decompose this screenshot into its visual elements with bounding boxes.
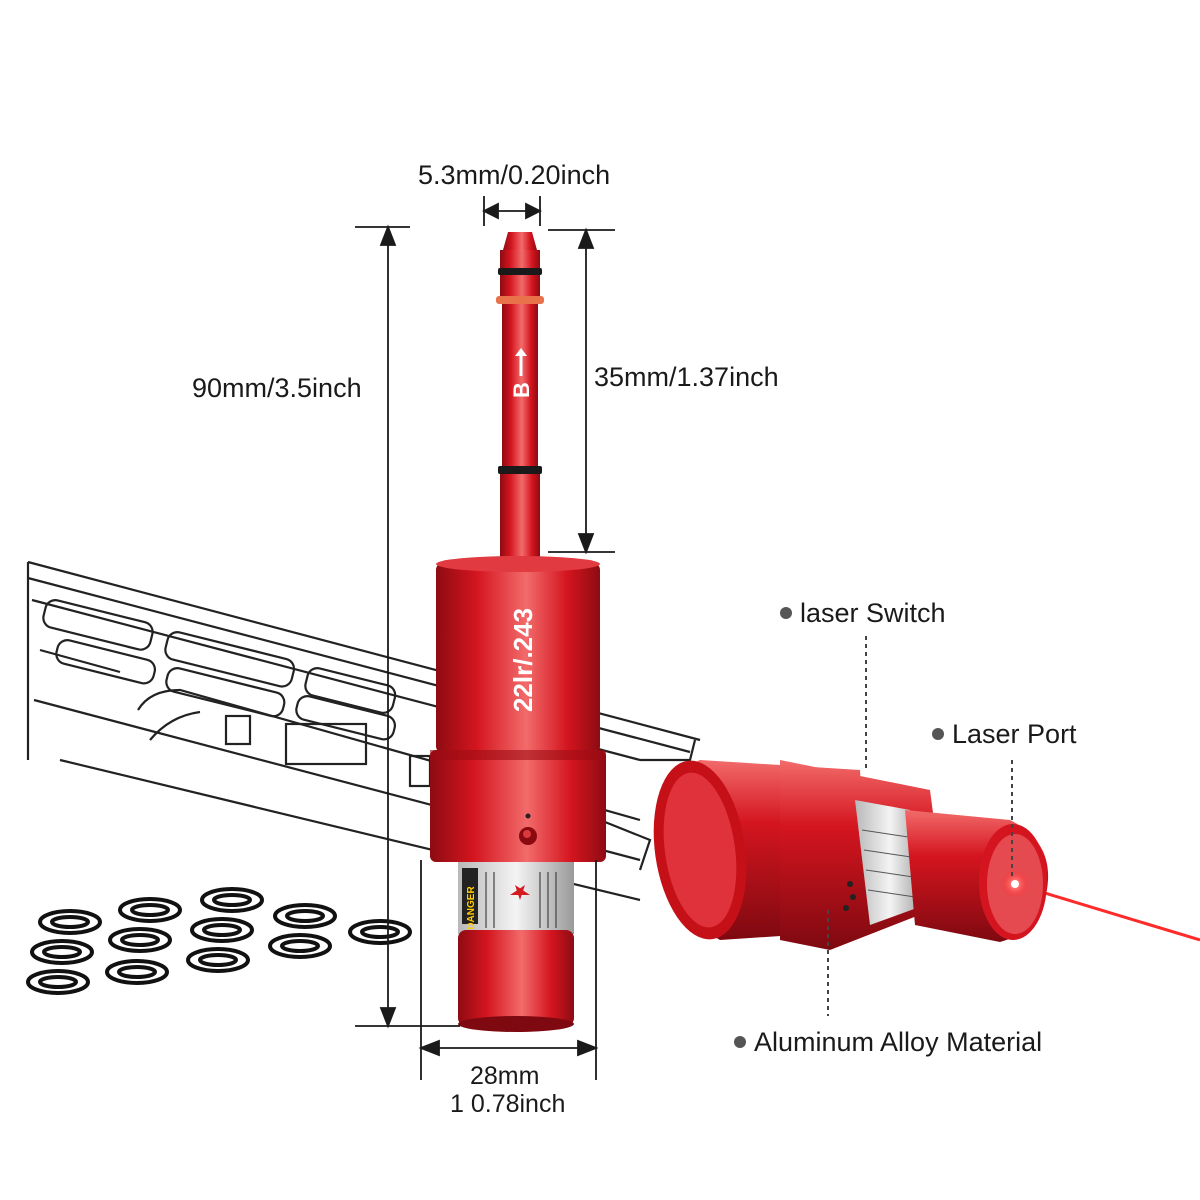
dimension-lines — [355, 196, 615, 1080]
bullet-icon — [780, 606, 792, 619]
bullet-icon — [734, 1035, 746, 1048]
laser-hazard-icon — [510, 885, 530, 900]
rail-line-art — [26, 560, 701, 902]
warning-label: DANGER — [466, 886, 477, 930]
body-diameter-mm-label: 28mm — [470, 1062, 540, 1090]
o-ring-set — [26, 887, 412, 995]
pin-letter: B — [509, 382, 534, 398]
callout-laser-port: Laser Port — [932, 721, 1077, 748]
bore-sight-vertical: B 22lr/.243 DANGER — [430, 232, 606, 1032]
callout-laser-switch-text: laser Switch — [800, 598, 946, 628]
pin-marking: B — [509, 348, 534, 398]
body-diameter-inch-label: 1 0.78inch — [450, 1090, 566, 1118]
callout-material: Aluminum Alloy Material — [734, 1029, 1042, 1056]
bullet-icon — [932, 727, 944, 740]
callout-laser-switch: laser Switch — [780, 600, 946, 627]
tip-width-label: 5.3mm/0.20inch — [418, 160, 611, 190]
total-length-label: 90mm/3.5inch — [192, 373, 362, 403]
caliber-marking: 22lr/.243 — [508, 608, 538, 712]
bore-sight-angled — [653, 760, 1200, 950]
callout-material-text: Aluminum Alloy Material — [754, 1027, 1043, 1057]
pin-length-label: 35mm/1.37inch — [594, 362, 779, 392]
callout-leaders — [827, 636, 1013, 1016]
callout-laser-port-text: Laser Port — [952, 719, 1077, 749]
